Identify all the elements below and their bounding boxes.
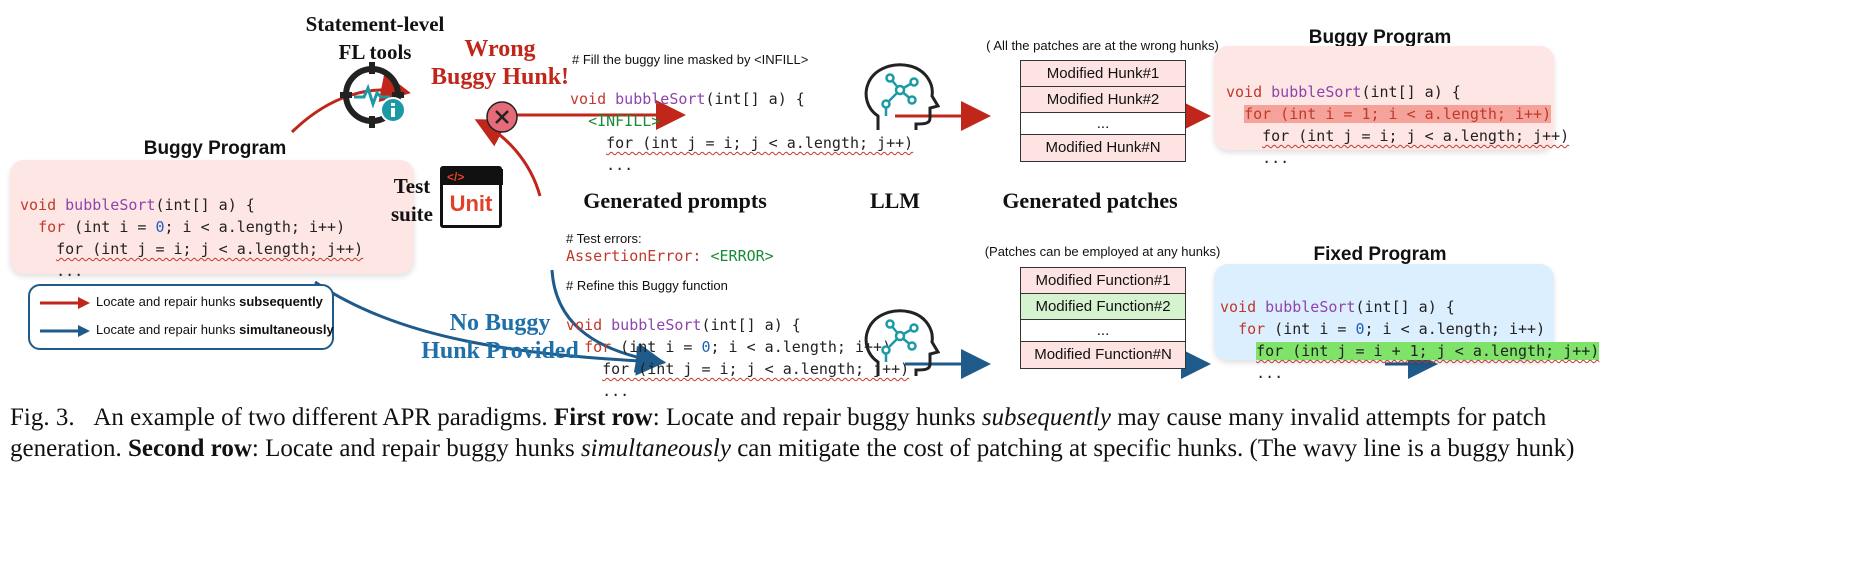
highlighted-wrong-line: for (int i = 1; i < a.length; i++) (1244, 105, 1552, 123)
test-suite-line2: suite (391, 202, 433, 226)
legend-item-simultaneously: Locate and repair hunks simultaneously (96, 322, 334, 337)
patch-item: Modified Function#N (1020, 341, 1186, 369)
arrow-test-to-prompt (550, 269, 666, 373)
wrong-hunk-line1: Wrong (464, 36, 536, 62)
patch-item: Modified Hunk#2 (1020, 86, 1186, 114)
top-prompt-comment: # Fill the buggy line masked by <INFILL> (572, 52, 809, 67)
arrow-test-to-fl (474, 119, 542, 197)
patch-item: Modified Hunk#1 (1020, 60, 1186, 88)
right-buggy-panel: void bubbleSort(int[] a) { for (int i = … (1214, 46, 1569, 167)
right-buggy-code: void bubbleSort(int[] a) { for (int i = … (1226, 83, 1570, 167)
label-generated-prompts: Generated prompts (583, 188, 767, 213)
bottom-prompt-comment2: # Refine this Buggy function (566, 278, 728, 293)
wrong-hunk-line2: Buggy Hunk! (430, 64, 570, 90)
bottom-patches-note: (Patches can be employed at any hunks) (984, 244, 1221, 259)
fl-tool-target-icon (340, 62, 406, 128)
top-prompt-code: void bubbleSort(int[] a) { <INFILL> for … (570, 90, 914, 174)
fl-tools-title-2: FL tools (338, 40, 412, 64)
unit-test-badge: </> Unit (440, 166, 503, 228)
test-suite-line1: Test (393, 174, 431, 198)
legend-blue-arrow (40, 325, 90, 337)
patch-item: Modified Function#2 (1020, 293, 1186, 321)
figure-caption-line2: generation. Second row: Locate and repai… (10, 435, 1575, 462)
legend-red-arrow (40, 297, 90, 309)
error-x-icon (486, 101, 518, 133)
unit-badge-label: Unit (449, 191, 493, 216)
fl-tools-title-1: Statement-level (305, 12, 445, 36)
code-icon: </> (443, 169, 503, 185)
top-patches-list: Modified Hunk#1 Modified Hunk#2 ... Modi… (1020, 60, 1186, 162)
legend-box: Locate and repair hunks subsequently Loc… (28, 284, 334, 350)
bottom-patches-list: Modified Function#1 Modified Function#2 … (1020, 267, 1186, 369)
fixed-program-title: Fixed Program (1313, 244, 1447, 265)
highlighted-fixed-line: for (int j = i + 1; j < a.length; j++) (1256, 342, 1600, 360)
top-patches-note: ( All the patches are at the wrong hunks… (986, 38, 1219, 53)
patch-item: ... (1020, 319, 1186, 343)
patch-item: Modified Hunk#N (1020, 134, 1186, 162)
patch-item: ... (1020, 112, 1186, 136)
no-hunk-line2: Hunk Provided (421, 338, 579, 364)
label-llm: LLM (869, 188, 921, 213)
left-program-code: void bubbleSort(int[] a) { for (int i = … (20, 196, 364, 280)
fixed-program-panel: void bubbleSort(int[] a) { for (int i = … (1214, 264, 1600, 382)
llm-head-icon-bottom (864, 309, 940, 376)
left-program-title: Buggy Program (143, 138, 287, 159)
figure-caption-line1: Fig. 3. An example of two different APR … (10, 404, 1547, 431)
legend-item-subsequently: Locate and repair hunks subsequently (96, 294, 323, 309)
patch-item: Modified Function#1 (1020, 267, 1186, 295)
no-hunk-line1: No Buggy (449, 310, 551, 336)
arrow-program-to-prompt (314, 280, 666, 376)
left-program-panel: void bubbleSort(int[] a) { for (int i = … (10, 160, 414, 280)
fixed-program-code: void bubbleSort(int[] a) { for (int i = … (1220, 298, 1600, 382)
bottom-prompt-error: AssertionError: <ERROR> (566, 247, 774, 265)
label-generated-patches: Generated patches (1002, 188, 1178, 213)
right-buggy-title: Buggy Program (1308, 27, 1452, 48)
bottom-prompt-comment1: # Test errors: (566, 231, 642, 246)
bottom-prompt-code: void bubbleSort(int[] a) { for (int i = … (566, 316, 910, 400)
llm-head-icon-top (864, 63, 940, 130)
